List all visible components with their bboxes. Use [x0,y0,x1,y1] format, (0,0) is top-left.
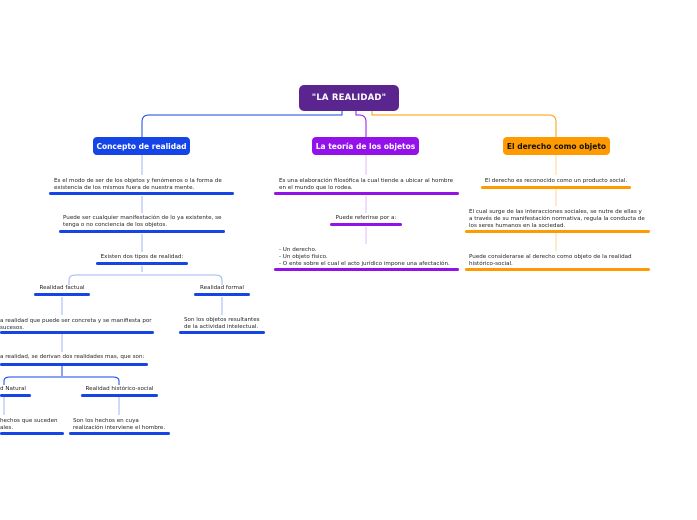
text-line: sucesos. [0,325,25,331]
text-line: Son los hechos en cuya [73,418,139,424]
realidad-formal-node[interactable]: Realidad formal [200,285,244,291]
realidad-definition-node[interactable]: Es el modo de ser de los objetos y fenóm… [54,178,222,192]
text-line: a realidad que puede ser concreta y se m… [0,318,152,324]
factual-description-node[interactable]: a realidad que puede ser concreta y se m… [0,318,152,332]
text-line: existencia de los mismos fuera de nuestr… [54,185,195,191]
node-underline [96,262,188,265]
realidad-natural-node[interactable]: d Natural [0,386,26,392]
referirse-node[interactable]: Puede referirse por a: [335,215,397,221]
node-underline [179,331,265,334]
node-underline [0,331,154,334]
text-line: - Un derecho. [279,247,317,253]
node-underline [330,223,402,226]
formal-description-node[interactable]: Son los objetos resultantes de la activi… [184,317,260,331]
text-line: Es el modo de ser de los objetos y fenóm… [54,178,222,184]
text-line: en el mundo que lo rodea. [279,185,353,191]
root-node[interactable]: "LA REALIDAD" [299,85,399,111]
derivan-realidades-node[interactable]: a realidad, se derivan dos realidades ma… [0,354,145,360]
node-underline [274,268,459,271]
text-line: ales. [0,425,14,431]
node-underline [34,293,90,296]
node-underline [465,230,650,233]
text-line: a través de su manifestación normativa, … [469,216,645,222]
text-line: hechos que suceden [0,418,58,424]
node-underline [465,268,650,271]
node-underline [69,432,170,435]
node-underline [194,293,250,296]
text-line: - Un objeto físico. [279,254,328,260]
node-underline [0,394,31,397]
text-line: histórico-social. [469,261,513,267]
node-underline [59,230,225,233]
text-line: Puede considerarse al derecho como objet… [469,254,632,260]
node-underline [0,432,64,435]
text-line: Son los objetos resultantes [184,317,260,323]
producto-social-node[interactable]: El derecho es reconocido como un product… [484,178,628,184]
teoria-definition-node[interactable]: Es una elaboración filosófica la cual ti… [279,178,453,192]
branch-concepto-de-realidad[interactable]: Concepto de realidad [93,137,190,155]
branch-derecho-como-objeto[interactable]: El derecho como objeto [503,137,610,155]
text-line: Puede ser cualquier manifestación de lo … [63,215,222,221]
text-line: de la actividad intelectual. [184,324,259,330]
text-line: El cual surge de las interacciones socia… [469,209,642,215]
text-line: Es una elaboración filosófica la cual ti… [279,178,454,184]
branch-teoria-de-los-objetos[interactable]: La teoría de los objetos [312,137,419,155]
manifestacion-node[interactable]: Puede ser cualquier manifestación de lo … [63,215,221,229]
realidad-factual-node[interactable]: Realidad factual [39,285,85,291]
interacciones-sociales-node[interactable]: El cual surge de las interacciones socia… [469,209,645,230]
node-underline [0,363,148,366]
text-line: - O ente sobre el cual el acto jurídico … [279,261,450,267]
tipos-de-realidad-node[interactable]: Existen dos tipos de realidad: [100,254,184,260]
node-underline [481,186,631,189]
node-underline [274,192,459,195]
node-underline [49,192,234,195]
node-underline [81,394,158,397]
text-line: los seres humanos en la sociedad. [469,223,566,229]
objetos-list-node[interactable]: - Un derecho. - Un objeto físico. - O en… [279,247,450,268]
text-line: realización interviene el hombre. [73,425,166,431]
realidad-historico-social-node[interactable]: Realidad histórico-social [85,386,154,392]
objeto-realidad-node[interactable]: Puede considerarse al derecho como objet… [469,254,632,268]
historic-description-node[interactable]: Son los hechos en cuya realización inter… [73,418,165,432]
natural-description-node[interactable]: hechos que suceden ales. [0,418,58,432]
text-line: tenga o no conciencia de los objetos. [63,222,168,228]
